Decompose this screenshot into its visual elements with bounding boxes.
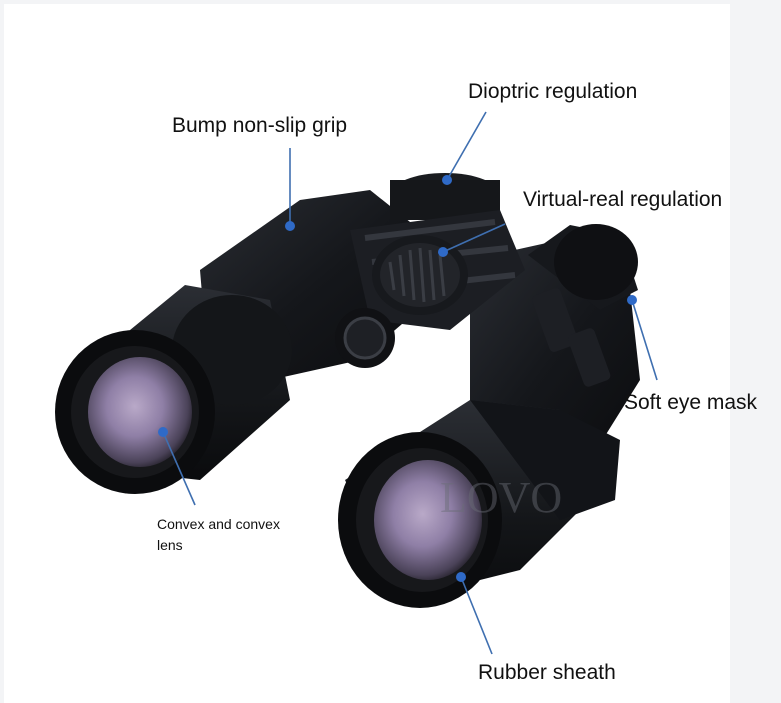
callout-bump-grip: Bump non-slip grip [172, 114, 348, 137]
callout-dot-sheath [456, 572, 466, 582]
callout-dot-lens [158, 427, 168, 437]
callout-dot-eye-mask [627, 295, 637, 305]
callout-dot-grip [285, 221, 295, 231]
left-lens [88, 357, 192, 467]
callout-dot-virtual-real [438, 247, 448, 257]
watermark-text: LOVO [440, 473, 562, 522]
callout-dot-dioptric [442, 175, 452, 185]
callout-virtual-real-regulation: Virtual-real regulation [523, 188, 723, 211]
callout-soft-eye-mask: Soft eye mask [624, 391, 758, 414]
right-lens [374, 460, 482, 580]
callout-convex-lens: Convex and convex lens [157, 516, 280, 553]
callout-rubber-sheath: Rubber sheath [478, 661, 616, 684]
callout-dioptric-regulation: Dioptric regulation [468, 80, 638, 103]
